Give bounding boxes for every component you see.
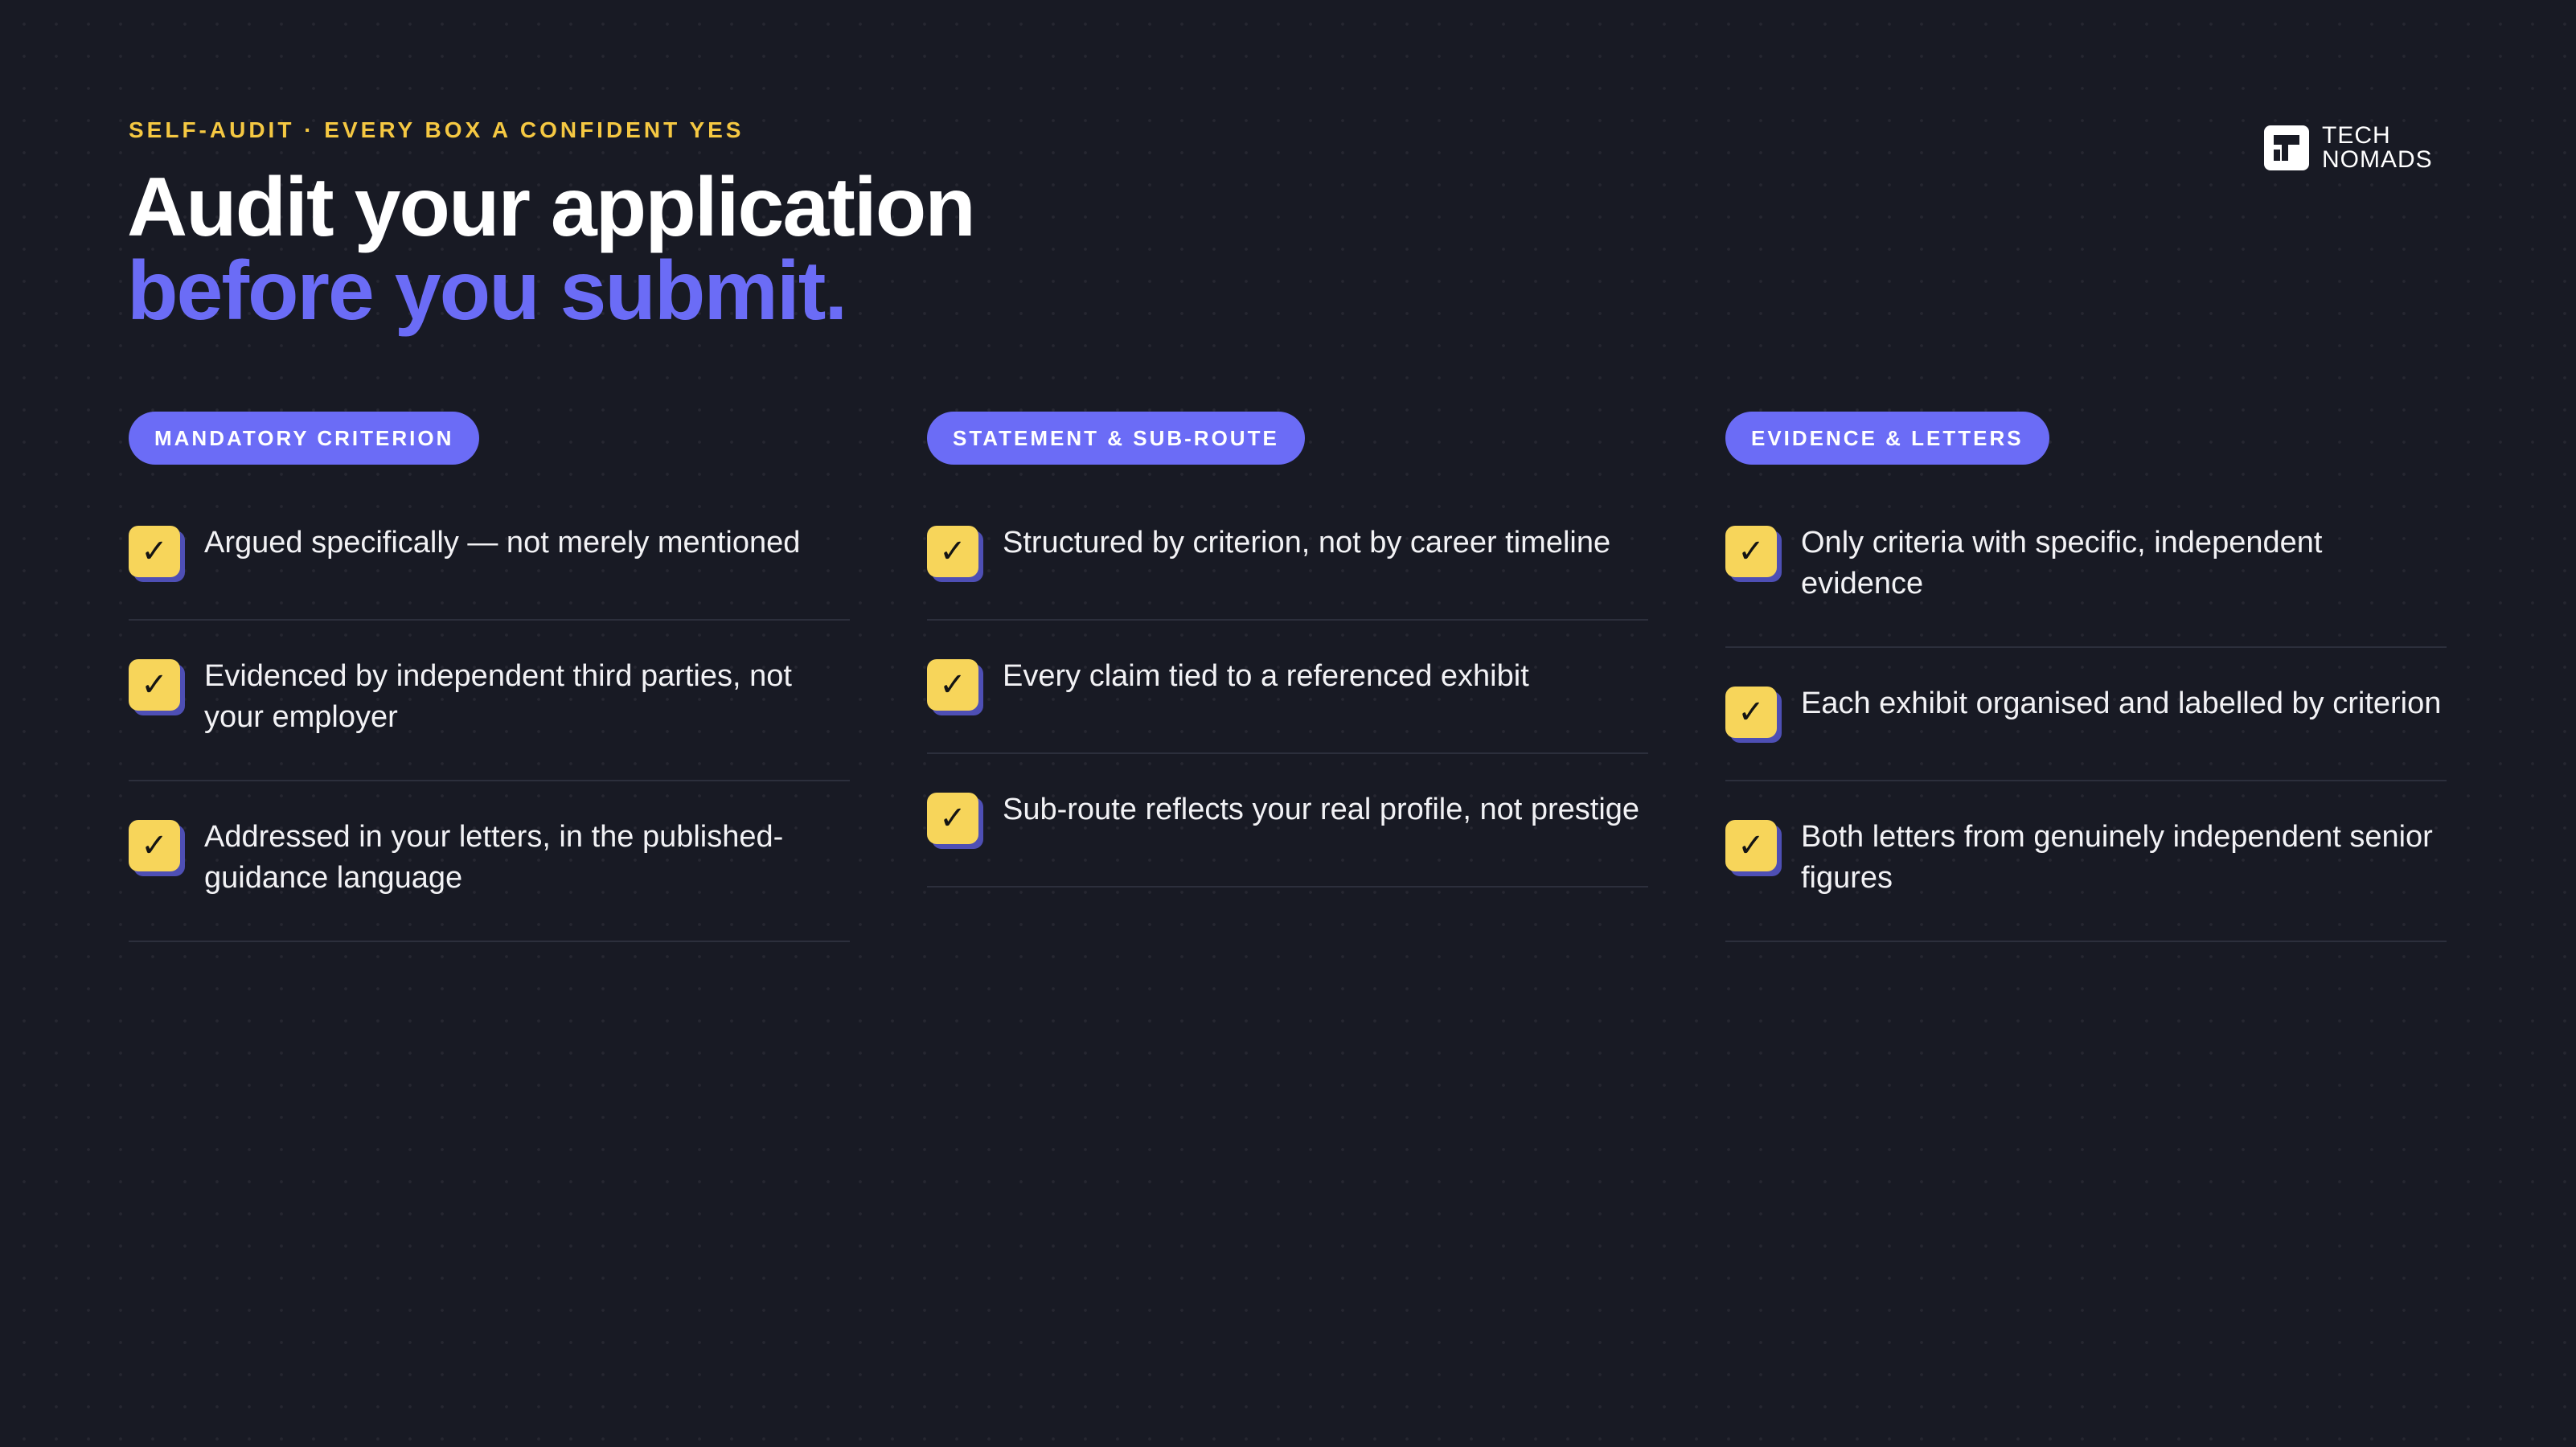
checklist-item: ✓ Argued specifically — not merely menti… — [129, 523, 850, 621]
checkbox-checked-icon[interactable]: ✓ — [1725, 687, 1777, 738]
checklist-item: ✓ Structured by criterion, not by career… — [927, 523, 1648, 621]
checklist-item-text: Every claim tied to a referenced exhibit — [1003, 659, 1529, 693]
checkbox-checked-icon[interactable]: ✓ — [1725, 820, 1777, 871]
checklist-item-text: Sub-route reflects your real profile, no… — [1003, 793, 1640, 826]
checklist-item: ✓ Addressed in your letters, in the publ… — [129, 817, 850, 942]
checklist-item-text: Addressed in your letters, in the publis… — [204, 820, 784, 895]
logo-text-line-2: NOMADS — [2322, 146, 2433, 173]
checklist-columns: MANDATORY CRITERION ✓ Argued specificall… — [129, 412, 2447, 978]
page-title: Audit your application before you submit… — [127, 161, 976, 338]
logo-text-line-1: TECH — [2322, 122, 2391, 149]
checklist-item: ✓ Only criteria with specific, independe… — [1725, 523, 2447, 648]
column-evidence-letters: EVIDENCE & LETTERS ✓ Only criteria with … — [1725, 412, 2447, 978]
checkbox-checked-icon[interactable]: ✓ — [927, 793, 978, 844]
checklist-item: ✓ Every claim tied to a referenced exhib… — [927, 656, 1648, 754]
column-statement-sub-route: STATEMENT & SUB-ROUTE ✓ Structured by cr… — [927, 412, 1648, 978]
checklist-item: ✓ Evidenced by independent third parties… — [129, 656, 850, 781]
checklist-item-text: Only criteria with specific, independent… — [1801, 526, 2323, 601]
title-line-1: Audit your application — [127, 161, 976, 254]
checklist-item-text: Each exhibit organised and labelled by c… — [1801, 687, 2442, 720]
checkbox-checked-icon[interactable]: ✓ — [927, 526, 978, 577]
checkbox-checked-icon[interactable]: ✓ — [927, 659, 978, 711]
checklist-item: ✓ Both letters from genuinely independen… — [1725, 817, 2447, 942]
checklist-item-text: Evidenced by independent third parties, … — [204, 659, 792, 734]
category-pill: EVIDENCE & LETTERS — [1725, 412, 2049, 465]
checkbox-checked-icon[interactable]: ✓ — [1725, 526, 1777, 577]
column-mandatory-criterion: MANDATORY CRITERION ✓ Argued specificall… — [129, 412, 850, 978]
checklist-item-text: Structured by criterion, not by career t… — [1003, 526, 1611, 560]
checkbox-checked-icon[interactable]: ✓ — [129, 659, 180, 711]
checklist-item-text: Both letters from genuinely independent … — [1801, 820, 2433, 895]
category-pill: STATEMENT & SUB-ROUTE — [927, 412, 1305, 465]
logo-wordmark: TECH NOMADS — [2322, 124, 2433, 172]
checklist-item: ✓ Each exhibit organised and labelled by… — [1725, 683, 2447, 781]
tech-nomads-logo: TECH NOMADS — [2264, 124, 2433, 172]
tech-nomads-logo-icon — [2264, 125, 2309, 170]
category-pill: MANDATORY CRITERION — [129, 412, 480, 465]
eyebrow-label: SELF-AUDIT · EVERY BOX A CONFIDENT YES — [129, 117, 744, 142]
checkbox-checked-icon[interactable]: ✓ — [129, 526, 180, 577]
checklist-item: ✓ Sub-route reflects your real profile, … — [927, 789, 1648, 887]
checklist-item-text: Argued specifically — not merely mention… — [204, 526, 801, 560]
title-line-2: before you submit. — [127, 244, 847, 338]
checkbox-checked-icon[interactable]: ✓ — [129, 820, 180, 871]
